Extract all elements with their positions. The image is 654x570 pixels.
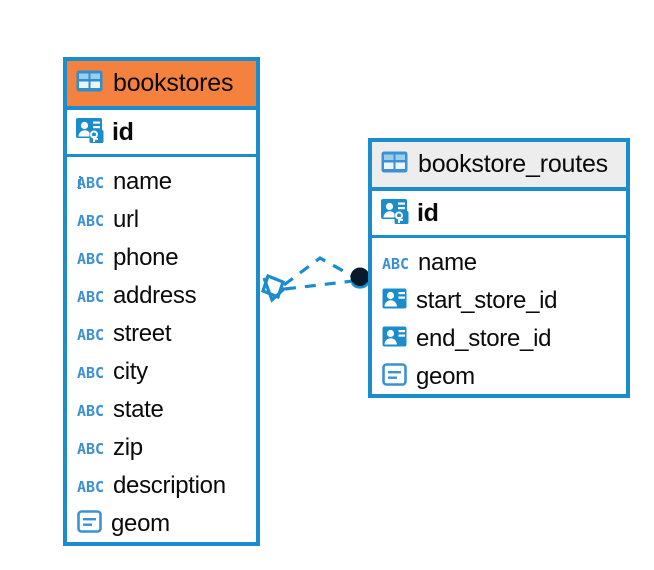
svg-text:ABC: ABC	[77, 364, 104, 380]
field-row-geom[interactable]: geom	[372, 358, 626, 396]
geometry-icon	[77, 510, 102, 538]
field-row-zip[interactable]: ABC zip	[67, 429, 256, 467]
primary-key-label: id	[112, 117, 134, 146]
abc-text-icon: ABC	[77, 250, 104, 266]
svg-text:ABC: ABC	[382, 255, 409, 271]
field-row-name[interactable]: ABC name	[67, 163, 256, 201]
entity-bookstores[interactable]: bookstores id	[63, 57, 260, 546]
foreign-key-card-icon	[382, 288, 407, 314]
primary-key-row[interactable]: id	[67, 110, 256, 157]
geometry-icon	[382, 363, 407, 391]
entity-title: bookstores	[113, 69, 234, 97]
abc-text-icon: ABC	[382, 255, 409, 271]
field-label: zip	[113, 434, 143, 461]
field-label: description	[113, 472, 226, 499]
svg-text:ABC: ABC	[77, 440, 104, 456]
field-label: start_store_id	[416, 287, 558, 314]
field-list-bookstores: ABC name ABC url ABC p	[67, 157, 256, 543]
field-row-street[interactable]: ABC street	[67, 315, 256, 353]
field-row-state[interactable]: ABC state	[67, 391, 256, 429]
field-label: name	[418, 249, 477, 276]
table-grid-icon	[76, 70, 103, 97]
entity-header-bookstores[interactable]: bookstores	[67, 61, 256, 110]
svg-text:ABC: ABC	[77, 212, 104, 228]
field-label: end_store_id	[416, 325, 552, 352]
relationship-line-lower	[284, 279, 354, 291]
field-list-bookstore-routes: ABC name start_store_id	[372, 238, 626, 396]
abc-text-icon: ABC	[77, 174, 104, 190]
field-row-name[interactable]: ABC name	[372, 244, 626, 282]
field-label: name	[113, 168, 172, 195]
svg-text:ABC: ABC	[77, 402, 104, 418]
svg-text:ABC: ABC	[77, 478, 104, 494]
field-row-url[interactable]: ABC url	[67, 201, 256, 239]
field-label: phone	[113, 244, 179, 271]
abc-text-icon: ABC	[77, 364, 104, 380]
field-label: url	[113, 206, 139, 233]
field-row-end-store-id[interactable]: end_store_id	[372, 320, 626, 358]
field-label: address	[113, 282, 197, 309]
relationship-lines	[283, 256, 355, 291]
entity-bookstore-routes[interactable]: bookstore_routes id	[368, 138, 630, 398]
field-row-phone[interactable]: ABC phone	[67, 239, 256, 277]
field-row-description[interactable]: ABC description	[67, 467, 256, 505]
relationship-line-upper	[283, 256, 355, 287]
primary-key-card-icon	[381, 198, 409, 229]
svg-text:ABC: ABC	[77, 288, 104, 304]
field-label: state	[113, 396, 164, 423]
entity-title: bookstore_routes	[418, 150, 608, 178]
table-grid-icon	[381, 151, 408, 178]
abc-text-icon: ABC	[77, 288, 104, 304]
filled-circle-icon	[350, 267, 370, 289]
svg-text:ABC: ABC	[77, 250, 104, 266]
diamond-crowsfoot-icon	[261, 273, 287, 303]
svg-text:ABC: ABC	[77, 326, 104, 342]
field-label: city	[113, 358, 148, 385]
primary-key-card-icon	[76, 117, 104, 148]
primary-key-label: id	[417, 198, 439, 227]
abc-text-icon: ABC	[77, 440, 104, 456]
field-label: street	[113, 320, 172, 347]
field-label: geom	[416, 363, 475, 390]
field-row-geom[interactable]: geom	[67, 505, 256, 543]
field-label: geom	[111, 510, 170, 537]
abc-text-icon: ABC	[77, 326, 104, 342]
foreign-key-card-icon	[382, 326, 407, 352]
abc-text-icon: ABC	[77, 212, 104, 228]
field-row-city[interactable]: ABC city	[67, 353, 256, 391]
abc-text-icon: ABC	[77, 402, 104, 418]
abc-text-icon: ABC	[77, 478, 104, 494]
field-row-start-store-id[interactable]: start_store_id	[372, 282, 626, 320]
svg-text:ABC: ABC	[77, 174, 104, 190]
field-row-address[interactable]: ABC address	[67, 277, 256, 315]
entity-header-bookstore-routes[interactable]: bookstore_routes	[372, 142, 626, 191]
primary-key-row[interactable]: id	[372, 191, 626, 238]
